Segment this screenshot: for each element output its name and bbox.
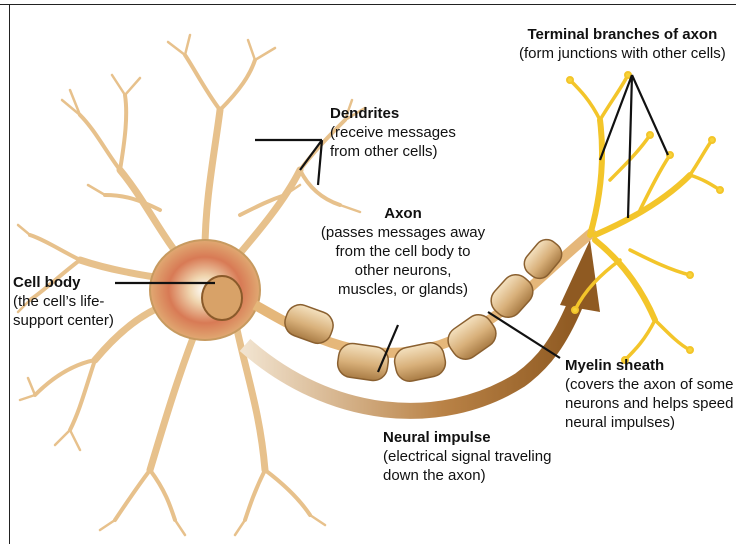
myelin-callout	[488, 312, 560, 358]
label-myelin-sheath: Myelin sheath (covers the axon of some n…	[565, 356, 733, 432]
axon-desc-2: from the cell body to	[318, 242, 488, 261]
label-terminal-branches: Terminal branches of axon (form junction…	[519, 25, 726, 63]
axon-desc-3: other neurons,	[318, 261, 488, 280]
myelin-title: Myelin sheath	[565, 356, 733, 375]
cell-body-desc-2: support center)	[13, 311, 114, 330]
cell-body-title: Cell body	[13, 273, 114, 292]
myelin-desc-3: neural impulses)	[565, 413, 733, 432]
dendrites-desc-2: from other cells)	[330, 142, 456, 161]
impulse-desc-1: (electrical signal traveling	[383, 447, 551, 466]
myelin-desc-2: neurons and helps speed	[565, 394, 733, 413]
dendrites-title: Dendrites	[330, 104, 456, 123]
axon-desc-4: muscles, or glands)	[318, 280, 488, 299]
terminal-desc: (form junctions with other cells)	[519, 44, 726, 63]
impulse-title: Neural impulse	[383, 428, 551, 447]
label-cell-body: Cell body (the cell’s life- support cent…	[13, 273, 114, 330]
dendrites-desc-1: (receive messages	[330, 123, 456, 142]
impulse-desc-2: down the axon)	[383, 466, 551, 485]
myelin-desc-1: (covers the axon of some	[565, 375, 733, 394]
terminal-branches-shape	[567, 72, 723, 363]
axon-desc-1: (passes messages away	[318, 223, 488, 242]
dendrites-callout	[255, 140, 322, 185]
label-dendrites: Dendrites (receive messages from other c…	[330, 104, 456, 161]
cell-body-desc-1: (the cell’s life-	[13, 292, 114, 311]
terminal-callout	[600, 75, 668, 218]
label-neural-impulse: Neural impulse (electrical signal travel…	[383, 428, 551, 485]
label-axon: Axon (passes messages away from the cell…	[318, 204, 488, 299]
terminal-title: Terminal branches of axon	[519, 25, 726, 44]
axon-title: Axon	[318, 204, 488, 223]
